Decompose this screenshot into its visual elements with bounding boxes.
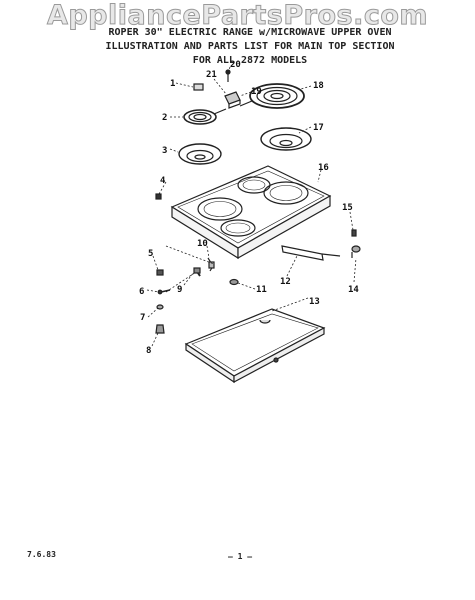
- watermark: AppliancePartsPros.com: [46, 0, 429, 32]
- title-line-2: ILLUSTRATION AND PARTS LIST FOR MAIN TOP…: [105, 41, 395, 52]
- part-9-hinge: [193, 267, 201, 277]
- callout-15: 15: [342, 203, 353, 213]
- cooktop-opening-front-left: [197, 197, 243, 221]
- part-16-cooktop: [170, 165, 332, 260]
- callout-labels: 1 2 3 4 5 6 7 8 9 10 11 12 13 14 15 16 1…: [139, 60, 359, 356]
- diagram-title: ROPER 30" ELECTRIC RANGE w/MICROWAVE UPP…: [85, 26, 415, 68]
- part-2-surface-element: [183, 108, 227, 125]
- part-1-clip: [193, 83, 204, 91]
- part-13-bottom-pan: [184, 308, 326, 384]
- callout-6: 6: [139, 287, 144, 297]
- callout-10: 10: [197, 239, 208, 249]
- callout-18: 18: [313, 81, 324, 91]
- title-line-1: ROPER 30" ELECTRIC RANGE w/MICROWAVE UPP…: [108, 27, 392, 38]
- part-5-nut: [156, 269, 164, 276]
- callout-7: 7: [140, 313, 145, 323]
- part-11-spring: [229, 278, 239, 286]
- callout-3: 3: [162, 146, 167, 156]
- part-15-screw: [351, 229, 357, 237]
- part-12-bracket: [281, 245, 341, 261]
- part-6-rod: [157, 289, 171, 295]
- title-line-3: FOR ALL 2872 MODELS: [192, 55, 308, 66]
- part-19-receptacle: [224, 91, 241, 109]
- cooktop-opening-rear-left: [237, 176, 271, 194]
- callout-14: 14: [348, 285, 359, 295]
- leader-lines: [146, 66, 357, 347]
- part-14-clip: [351, 245, 361, 258]
- part-4-screw: [155, 193, 162, 200]
- part-18-surface-element: [239, 83, 305, 109]
- callout-8: 8: [146, 346, 151, 356]
- footer-page-number: – 1 –: [228, 552, 253, 561]
- callout-1: 1: [170, 79, 175, 89]
- callout-5: 5: [148, 249, 153, 259]
- callout-11: 11: [256, 285, 267, 295]
- callout-4: 4: [160, 176, 166, 186]
- callout-16: 16: [318, 163, 329, 173]
- callout-12: 12: [280, 277, 291, 287]
- part-8-knob: [155, 324, 165, 334]
- callout-9: 9: [177, 285, 182, 295]
- cooktop-opening-rear-right: [263, 181, 309, 205]
- callout-20: 20: [230, 60, 241, 70]
- callout-19: 19: [251, 87, 262, 97]
- callout-17: 17: [313, 123, 324, 133]
- part-10-hinge: [207, 257, 215, 272]
- footer-date: 7.6.83: [27, 550, 56, 559]
- part-17-drip-bowl: [260, 127, 312, 151]
- callout-2: 2: [162, 113, 167, 123]
- part-7-washer: [156, 304, 164, 310]
- callout-13: 13: [309, 297, 320, 307]
- part-20-screw: [225, 69, 231, 82]
- callout-21: 21: [206, 70, 217, 80]
- part-3-drip-bowl: [178, 143, 222, 165]
- cooktop-opening-front-right: [220, 219, 256, 237]
